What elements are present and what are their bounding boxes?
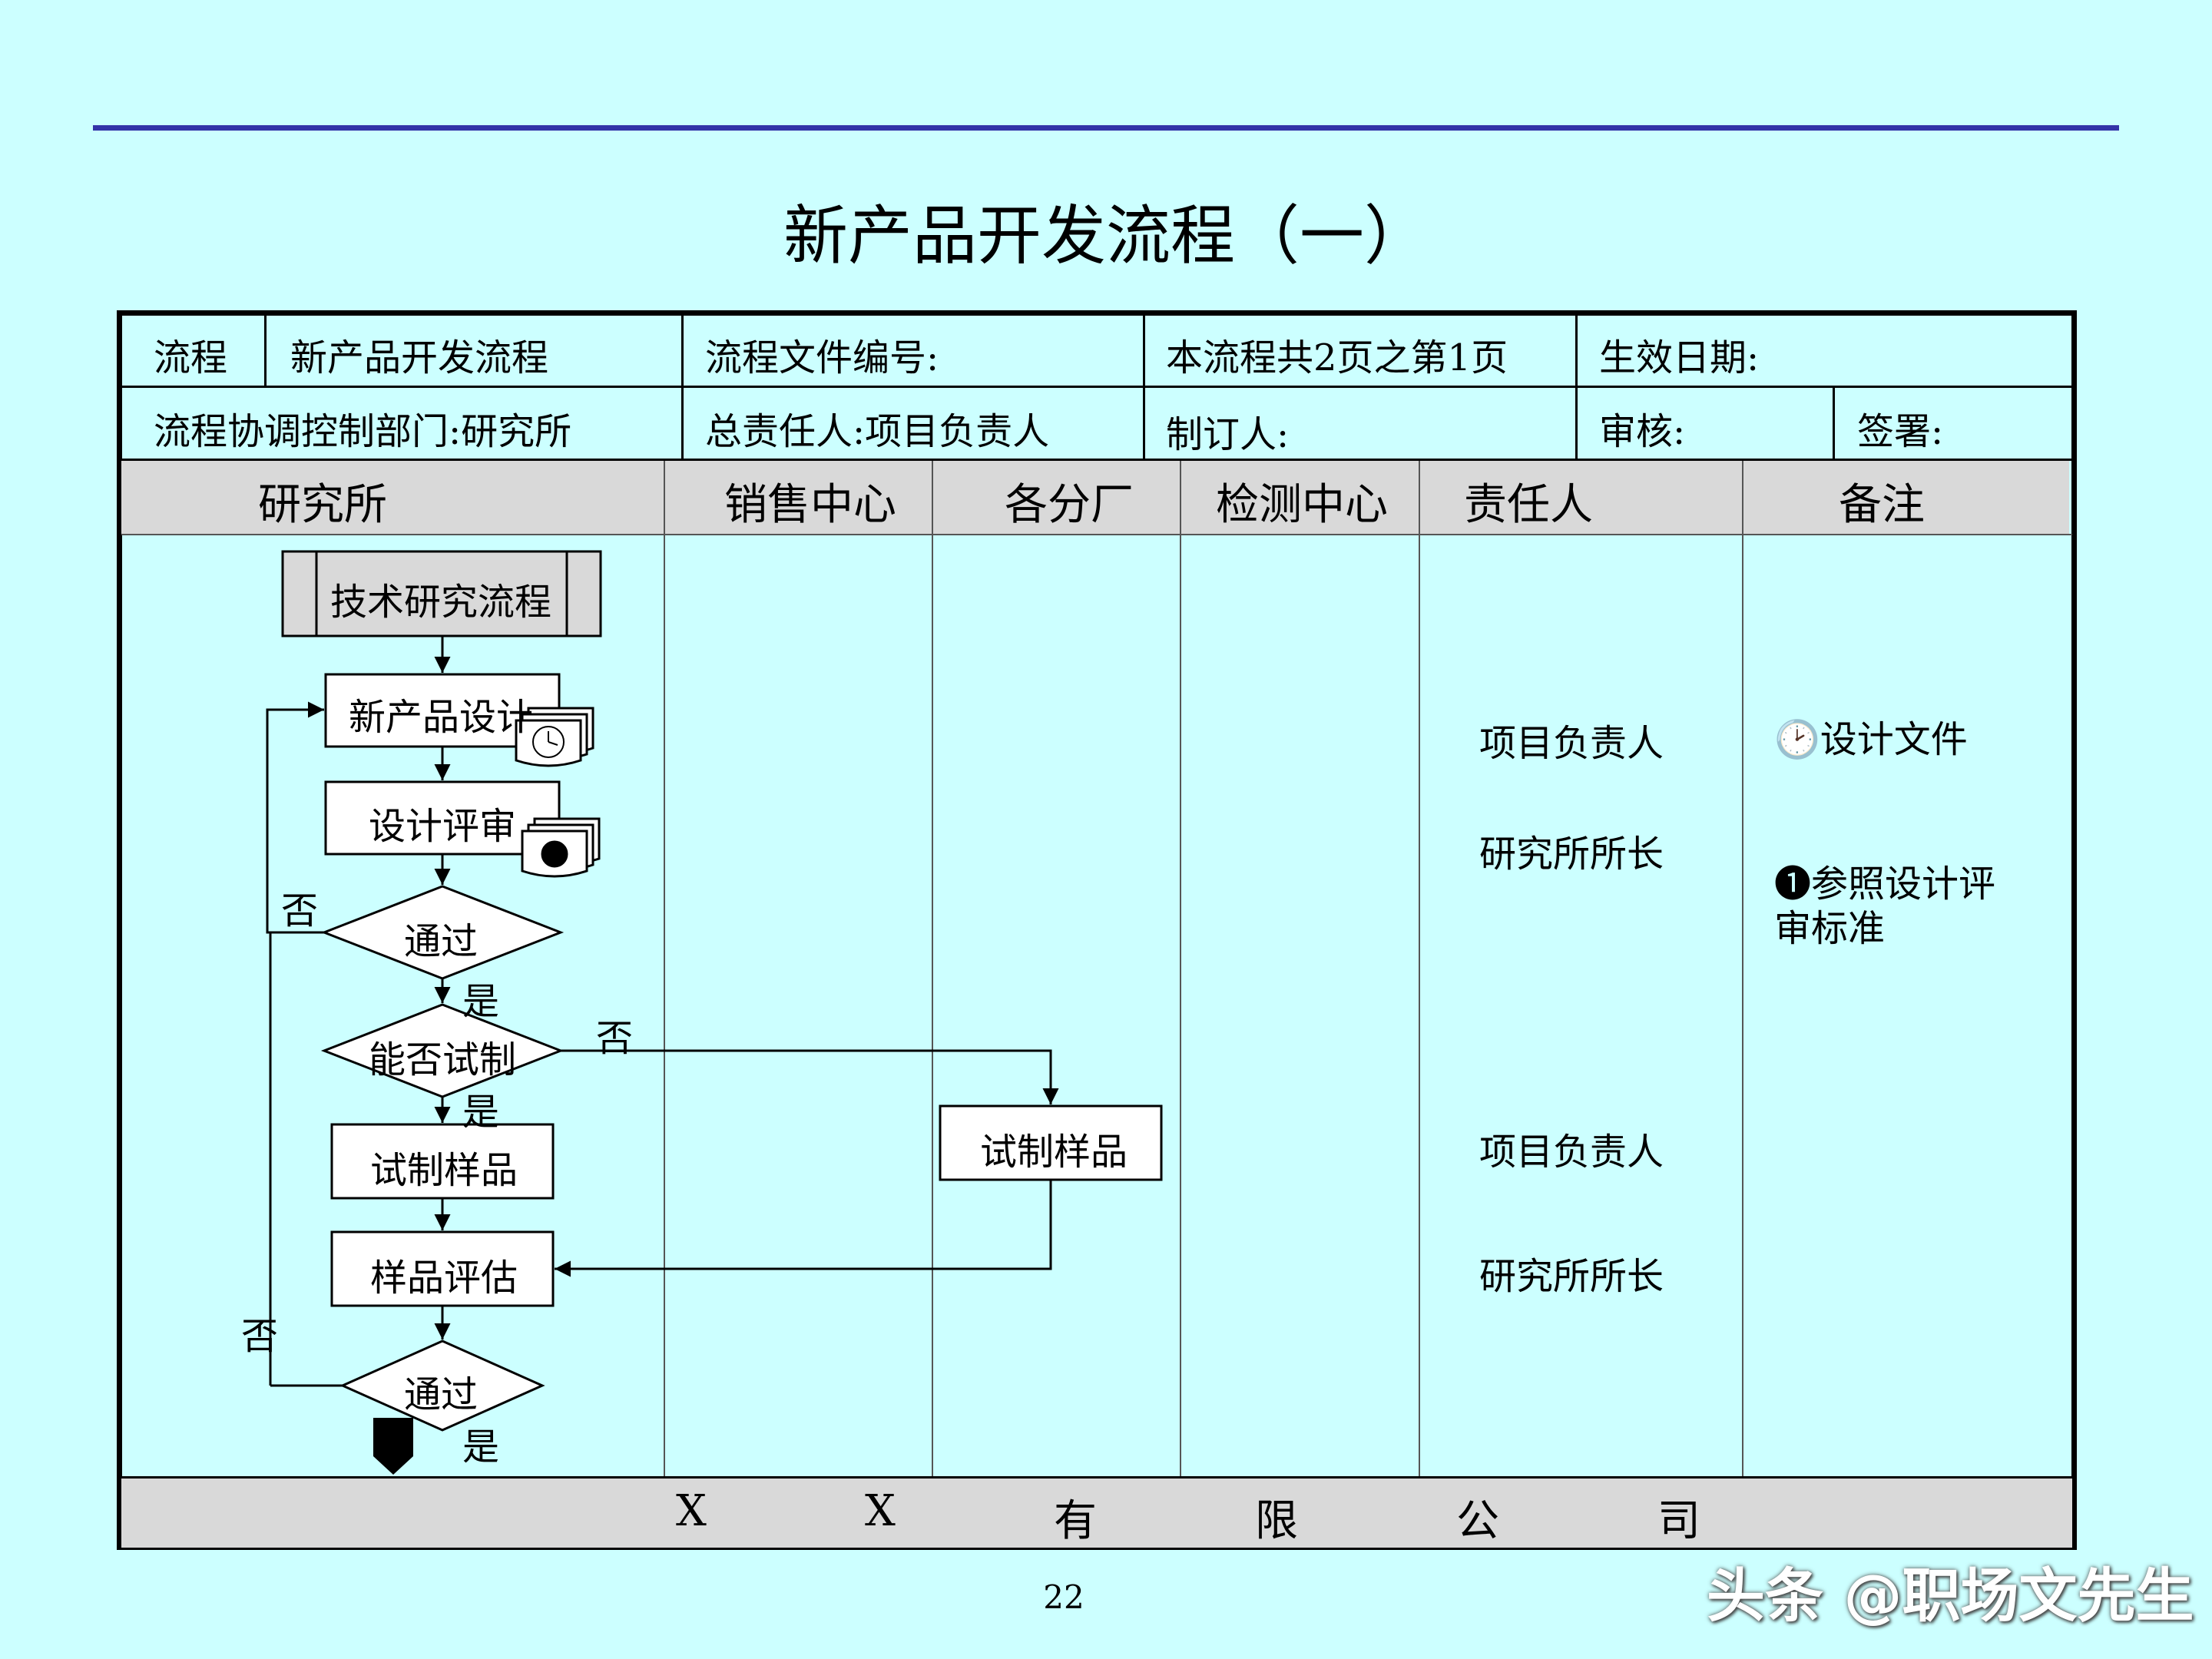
circled-one-icon bbox=[541, 840, 568, 868]
header-page-count: 本流程共2页之第1页 bbox=[1166, 336, 1508, 379]
header-coordinating-dept: 流程协调控制部门:研究所 bbox=[154, 410, 572, 453]
node-pass-1-label: 通过 bbox=[404, 920, 478, 963]
lane-separator bbox=[932, 461, 933, 1476]
off-page-connector-icon bbox=[373, 1418, 413, 1475]
edge-label-no: 否 bbox=[281, 889, 319, 932]
lane-header-research: 研究所 bbox=[258, 480, 387, 530]
header-divider-2 bbox=[121, 459, 2072, 461]
footer-company-char: 公 bbox=[1456, 1496, 1499, 1546]
edge-label-yes: 是 bbox=[462, 1091, 500, 1134]
lane-header-remarks: 备注 bbox=[1839, 480, 1925, 530]
node-design-review-box bbox=[324, 780, 561, 856]
header-process-label: 流程 bbox=[154, 336, 228, 379]
header-file-number: 流程文件编号: bbox=[705, 336, 939, 379]
node-factory-trial-sample-label: 试制样品 bbox=[980, 1131, 1128, 1174]
header-author: 制订人: bbox=[1166, 413, 1290, 456]
node-tech-research-box bbox=[281, 550, 602, 637]
node-design-review-label: 设计评审 bbox=[369, 805, 517, 848]
node-sample-evaluation-label: 样品评估 bbox=[370, 1257, 518, 1300]
header-sep bbox=[1143, 315, 1145, 461]
watermark: 头条 @职场文先生 bbox=[1707, 1561, 2194, 1630]
note-review-standard-line2: 审标准 bbox=[1774, 907, 1886, 950]
page-title: 新产品开发流程（一） bbox=[783, 198, 1429, 273]
footer-company-char: 限 bbox=[1255, 1496, 1298, 1546]
header-sep bbox=[1575, 315, 1578, 461]
lane-header-divider bbox=[121, 534, 2072, 535]
responsible-trial: 项目负责人 bbox=[1479, 1131, 1664, 1174]
footer-company-char: 有 bbox=[1054, 1496, 1097, 1546]
lane-separator bbox=[664, 461, 665, 1476]
header-sep bbox=[264, 315, 267, 386]
clock-icon bbox=[532, 726, 565, 758]
note-review-standard-line1: ❶参照设计评 bbox=[1774, 863, 1996, 906]
footer-company-char: X bbox=[676, 1486, 707, 1536]
header-process-name: 新产品开发流程 bbox=[290, 336, 549, 379]
header-signature: 签署: bbox=[1857, 410, 1944, 453]
header-sep bbox=[681, 315, 684, 461]
header-sep bbox=[1833, 388, 1835, 461]
node-sample-evaluation-box bbox=[330, 1230, 555, 1307]
edge-label-yes: 是 bbox=[462, 980, 500, 1023]
edge-label-yes: 是 bbox=[462, 1426, 500, 1469]
lane-separator bbox=[1419, 461, 1420, 1476]
lane-header-testing: 检测中心 bbox=[1216, 480, 1388, 530]
footer-company-char: 司 bbox=[1657, 1496, 1700, 1546]
top-rule bbox=[93, 125, 2119, 131]
footer-row bbox=[121, 1476, 2072, 1548]
lane-header-sales: 销售中心 bbox=[724, 480, 896, 530]
node-factory-trial-sample-box bbox=[939, 1104, 1163, 1181]
node-tech-research-label: 技术研究流程 bbox=[330, 581, 552, 624]
header-effective-date: 生效日期: bbox=[1599, 336, 1760, 379]
node-can-trial-label: 能否试制 bbox=[369, 1038, 517, 1081]
edge-label-no: 否 bbox=[241, 1315, 279, 1358]
responsible-evaluation: 研究所所长 bbox=[1479, 1255, 1664, 1298]
node-pass-2-diamond bbox=[339, 1339, 545, 1432]
note-design-document: 🕑设计文件 bbox=[1774, 718, 1968, 761]
responsible-design: 项目负责人 bbox=[1479, 722, 1664, 765]
edge-label-no: 否 bbox=[596, 1017, 634, 1060]
page-number: 22 bbox=[1043, 1578, 1084, 1616]
lane-header-row bbox=[121, 461, 2069, 535]
lane-separator bbox=[1742, 461, 1743, 1476]
lane-header-responsible: 责任人 bbox=[1464, 480, 1593, 530]
node-new-product-design-label: 新产品设计 bbox=[349, 696, 534, 739]
responsible-review: 研究所所长 bbox=[1479, 833, 1664, 876]
node-trial-sample-label: 试制样品 bbox=[370, 1149, 518, 1192]
lane-header-branch-factories: 各分厂 bbox=[1005, 480, 1134, 530]
header-reviewer: 审核: bbox=[1599, 410, 1686, 453]
header-chief-responsible: 总责任人:项目负责人 bbox=[705, 410, 1050, 453]
footer-company-char: X bbox=[865, 1486, 896, 1536]
header-divider-1 bbox=[121, 386, 2072, 388]
lane-separator bbox=[1180, 461, 1181, 1476]
node-pass-2-label: 通过 bbox=[404, 1373, 478, 1416]
